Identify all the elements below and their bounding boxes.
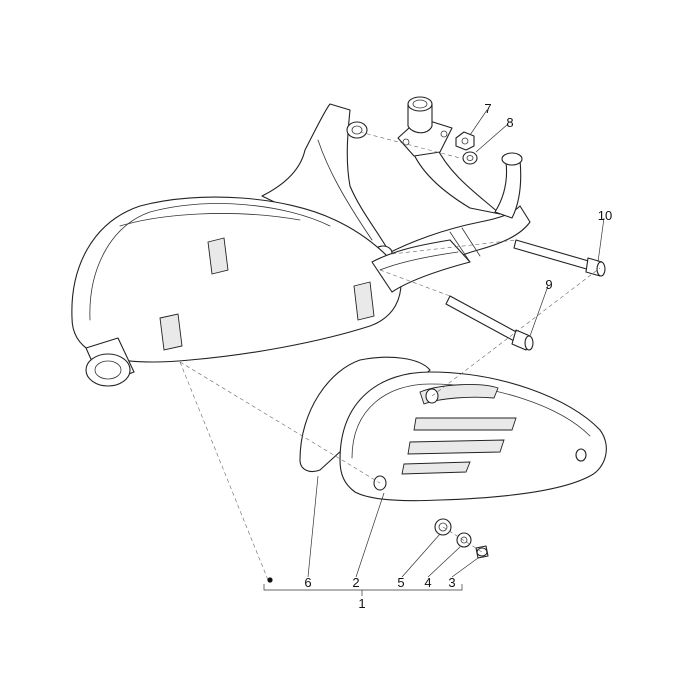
heat-shield [299, 356, 607, 502]
callout-8: 8 [506, 115, 513, 130]
muffler [71, 196, 402, 387]
callout-5: 5 [397, 575, 404, 590]
callout-10: 10 [598, 208, 612, 223]
bolt-9 [445, 295, 534, 351]
washer-8 [462, 151, 478, 165]
assembly-bracket [263, 577, 463, 596]
washer-4 [456, 532, 472, 548]
mounting-bracket [261, 103, 393, 263]
callout-9: 9 [545, 277, 552, 292]
callout-1: 1 [358, 596, 365, 611]
leader-lines [307, 109, 605, 578]
assembly-lines [179, 131, 601, 581]
callout-2: 2 [352, 575, 359, 590]
callout-labels: 7 8 10 9 6 2 5 4 3 1 [304, 101, 612, 611]
callout-6: 6 [304, 575, 311, 590]
pipe-collar [371, 239, 471, 293]
callout-7: 7 [484, 101, 491, 116]
reference-dot [267, 577, 273, 583]
callout-4: 4 [424, 575, 431, 590]
bolt-10 [513, 239, 606, 277]
callout-3: 3 [448, 575, 455, 590]
nut-7 [455, 131, 475, 151]
screw-3 [475, 545, 489, 559]
